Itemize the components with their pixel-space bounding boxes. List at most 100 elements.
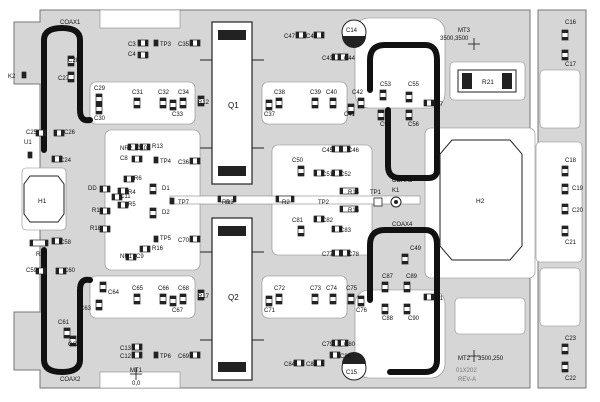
part-c35-pad-1 [190, 40, 193, 46]
label-dd: DD [88, 186, 97, 192]
part-r12-pad-1 [198, 96, 204, 99]
part-c34-pad-2 [180, 105, 186, 108]
label-d1: D1 [162, 186, 170, 192]
label-r5: R5 [128, 202, 136, 208]
part-c53-pad-1 [380, 90, 386, 93]
label-c8: C8 [120, 156, 128, 162]
label-r14: R14 [348, 190, 360, 196]
part-r18-pad-1 [100, 226, 103, 232]
label-c33: C33 [172, 112, 184, 118]
label-c75: C75 [346, 286, 358, 292]
part-c89-pad-1 [404, 282, 410, 285]
part-r1-pad-1 [218, 196, 221, 202]
part-c70-pad-2 [197, 236, 200, 242]
part-r14-pad-2 [355, 188, 358, 194]
part-c45-pad-1 [332, 146, 335, 152]
part-c85-pad-2 [321, 360, 324, 366]
label-c22: C22 [565, 376, 577, 382]
part-r1-pad-2 [233, 196, 236, 202]
center-rf-trace [169, 195, 421, 205]
part-r18-pad-2 [107, 226, 110, 232]
part-r15-pad-1 [340, 206, 343, 212]
part-r12-pad-2 [198, 103, 204, 106]
label-c78: C78 [348, 252, 360, 258]
coax4-cable [367, 227, 440, 375]
label-c10: C10 [136, 146, 148, 152]
part-c23-pad-1 [562, 344, 568, 347]
part-dd-pad-2 [107, 186, 110, 192]
label-c60: C60 [64, 268, 76, 274]
part-c88-pad-2 [382, 311, 388, 314]
transistor-q2: Q2 [200, 217, 264, 381]
label-tp1: TP1 [370, 190, 382, 196]
part-c52-pad-1 [332, 170, 335, 176]
part-c60-pad-2 [63, 268, 66, 274]
h1-label: H1 [38, 198, 47, 205]
label-tp6: TP6 [160, 354, 172, 360]
mount-mt1: MT1 0,0 [130, 368, 143, 387]
part-c19-pad-2 [562, 191, 568, 194]
part-r2-pad-2 [291, 196, 294, 202]
cap-c15: C15 [341, 352, 367, 381]
part-c61-pad-2 [64, 335, 70, 338]
part-c26-pad-2 [61, 130, 64, 136]
c15-label: C15 [346, 370, 358, 376]
part-c60-pad-1 [56, 268, 59, 274]
label-r2: R2 [282, 200, 290, 206]
part-c69-pad-1 [190, 352, 193, 358]
label-c42: C42 [352, 90, 364, 96]
part-r13-pad-1 [140, 144, 143, 150]
label-r13: R13 [152, 144, 164, 150]
part-c13-pad-1 [132, 344, 135, 350]
part-c84-pad-1 [294, 360, 297, 366]
part-c24-pad-2 [59, 156, 62, 162]
part-c80-pad-2 [345, 340, 348, 346]
label-r18: R18 [90, 226, 102, 232]
part-c52-pad-2 [339, 170, 342, 176]
label-tp4: TP4 [160, 159, 172, 165]
label-c50: C50 [292, 158, 304, 164]
part-c29-pad-1 [96, 94, 102, 97]
part-c31-pad-1 [134, 98, 140, 101]
part-c20-pad-1 [562, 204, 568, 207]
part-c33-pad-2 [170, 107, 176, 110]
part-c71-pad-2 [266, 303, 272, 306]
label-c46: C46 [348, 148, 360, 154]
label-c62: C62 [68, 342, 80, 348]
mount-mt2: MT2 3500,250 [458, 350, 504, 362]
label-c3: C3 [128, 42, 136, 48]
label-c12: C12 [120, 354, 132, 360]
part-c73-pad-1 [312, 294, 318, 297]
label-c3: COAX3 [392, 178, 413, 184]
part-c43-pad-1 [332, 54, 335, 60]
part-c11-pad-1 [112, 194, 115, 200]
label-r1: R1 [222, 200, 230, 206]
part-c66-pad-1 [160, 294, 166, 297]
label-c19: C19 [572, 186, 584, 192]
part-c4-pad-1 [138, 52, 141, 58]
label-c13: C13 [120, 346, 132, 352]
label-k1: K1 [392, 188, 400, 194]
part-r16-pad-2 [147, 246, 150, 252]
part-c39-pad-1 [312, 98, 318, 101]
label-c28: C28 [68, 58, 80, 64]
h2-label: H2 [476, 198, 485, 205]
label-c17: C17 [565, 62, 577, 68]
part-c54-pad-2 [378, 117, 384, 120]
part-c22-pad-1 [562, 362, 568, 365]
part-r4-pad-1 [118, 188, 121, 194]
part-r20-pad-2 [45, 240, 48, 246]
label-c79: C79 [322, 342, 334, 348]
part-c62-pad-2 [70, 343, 76, 346]
label-r16: R16 [152, 246, 164, 252]
part-c8-pad-2 [139, 156, 142, 162]
part-c27-pad-2 [68, 79, 74, 82]
part-c75-pad-2 [348, 301, 354, 304]
part-c19-pad-1 [562, 184, 568, 187]
part-c21-pad-2 [562, 233, 568, 236]
part-r17-pad-1 [198, 290, 204, 293]
part-c49-pad-1 [402, 254, 408, 257]
part-c13-pad-2 [139, 344, 142, 350]
part-r4-pad-2 [125, 188, 128, 194]
